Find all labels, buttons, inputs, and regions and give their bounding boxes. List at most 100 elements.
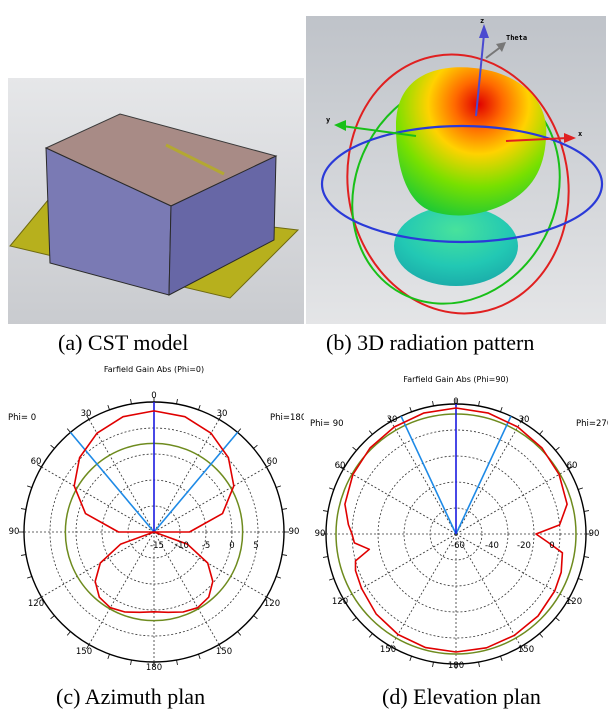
- radial-ticks: -15 -10 -5 0 5: [150, 541, 259, 551]
- angle-tick-mark: [276, 485, 281, 488]
- angle-tick-mark: [352, 617, 357, 622]
- angle-tick-mark: [539, 430, 544, 435]
- z-label: z: [480, 17, 484, 25]
- angle-tick-mark: [520, 646, 524, 652]
- angle-tick-bottom: 180: [146, 663, 162, 673]
- theta-ring-blue: [320, 124, 604, 244]
- angle-tick-mark: [66, 428, 71, 433]
- angle-tick-mark: [555, 446, 560, 451]
- radial-tick: 0: [229, 541, 234, 551]
- grid-spoke: [455, 421, 522, 535]
- angle-tick-mark: [568, 466, 574, 470]
- y-axis-arrow: [334, 120, 346, 131]
- angle-tick-right-mid: 60: [567, 461, 578, 471]
- angle-tick-left-bottom: 150: [380, 645, 396, 655]
- angle-tick-mark: [176, 659, 178, 666]
- phi-right-label: Phi=180: [270, 413, 304, 423]
- beamwidth-line: [455, 415, 512, 535]
- angle-tick-left-mid: 60: [31, 457, 42, 467]
- upper-lobe: [396, 67, 547, 216]
- angle-tick-mark: [368, 633, 373, 638]
- panel-elevation-plot: Farfield Gain Abs (Phi=90) Phi= 90 Phi=2…: [304, 364, 608, 674]
- angle-tick-mark: [583, 510, 590, 512]
- angle-tick-mark: [176, 398, 178, 405]
- angle-tick-mark: [218, 414, 222, 420]
- angle-tick-mark: [388, 416, 392, 422]
- angle-tick-mark: [432, 661, 434, 668]
- angle-tick-mark: [368, 430, 373, 435]
- angle-tick-mark: [520, 416, 524, 422]
- cst-model-image: [8, 78, 304, 324]
- gain-pattern-curve: [73, 410, 235, 614]
- radial-tick: -60: [451, 541, 465, 551]
- angle-tick-mark: [500, 656, 503, 661]
- y-axis: [341, 125, 417, 137]
- angle-tick-mark: [409, 407, 412, 412]
- grid-spoke: [153, 531, 267, 598]
- grid-spoke: [41, 531, 155, 598]
- radial-tick: -15: [150, 541, 164, 551]
- angle-tick-top: 0: [453, 397, 458, 407]
- radiation-3d-image: z Theta x y: [306, 16, 606, 324]
- angle-tick-right-lower: 120: [264, 599, 280, 609]
- angle-tick-right-mid: 60: [267, 457, 278, 467]
- angle-tick-mark: [322, 510, 329, 512]
- angle-tick-mark: [539, 633, 544, 638]
- angle-tick-mark: [352, 446, 357, 451]
- angle-tick-mark: [281, 508, 288, 510]
- theta-arrow-head: [496, 42, 506, 52]
- beamwidth-line: [69, 431, 155, 533]
- angle-tick-mark: [86, 414, 90, 420]
- radial-tick: -20: [517, 541, 531, 551]
- radial-ticks: -60 -40 -20 0: [451, 541, 555, 551]
- angle-tick-left-upper: 30: [387, 415, 398, 425]
- angle-tick-right: 90: [589, 529, 600, 539]
- angle-tick-mark: [50, 615, 55, 620]
- angle-tick-right-bottom: 150: [518, 645, 534, 655]
- angle-tick-mark: [578, 578, 583, 581]
- gain-pattern-curve: [344, 407, 568, 653]
- polar-grid: [321, 399, 591, 669]
- feed-slot: [165, 143, 225, 176]
- azimuth-polar-chart: Farfield Gain Abs (Phi=0) Phi= 0 Phi=180…: [8, 365, 306, 673]
- angle-tick-left: 90: [9, 527, 20, 537]
- angle-tick-mark: [276, 576, 281, 579]
- angle-tick-left-upper: 30: [81, 409, 92, 419]
- angle-tick-left-bottom: 150: [76, 647, 92, 657]
- radial-tick: -40: [485, 541, 499, 551]
- angle-tick-left-mid: 60: [335, 461, 346, 471]
- angle-tick-left-lower: 120: [332, 597, 348, 607]
- panel-azimuth-plot: Farfield Gain Abs (Phi=0) Phi= 0 Phi=180…: [0, 364, 306, 674]
- angle-tick-mark: [218, 644, 222, 650]
- angle-tick-bottom: 180: [448, 661, 464, 671]
- angle-tick-left: 90: [315, 529, 326, 539]
- angle-tick-mark: [409, 656, 412, 661]
- angle-tick-mark: [338, 466, 344, 470]
- angle-tick-mark: [338, 598, 344, 602]
- angle-tick-mark: [86, 644, 90, 650]
- angle-tick-mark: [253, 615, 258, 620]
- panel-3d-pattern: z Theta x y: [306, 16, 606, 324]
- panel-cst-model: [8, 78, 304, 324]
- box-right: [168, 155, 277, 296]
- angle-tick-mark: [555, 617, 560, 622]
- radial-tick: -5: [202, 541, 210, 551]
- angle-tick-mark: [237, 428, 242, 433]
- y-label: y: [326, 116, 331, 124]
- elevation-polar-chart: Farfield Gain Abs (Phi=90) Phi= 90 Phi=2…: [310, 375, 608, 671]
- angle-tick-left-lower: 120: [28, 599, 44, 609]
- grid-spoke: [390, 421, 457, 535]
- angle-tick-mark: [237, 631, 242, 636]
- angle-tick-right-bottom: 150: [216, 647, 232, 657]
- angle-tick-mark: [281, 554, 288, 556]
- grid-spoke: [88, 531, 155, 645]
- angle-ticks: 0 30 30 60 60 90 90 120 120 150 150 180: [315, 397, 600, 671]
- phi-right-label: Phi=270: [576, 419, 608, 429]
- grid-spoke: [153, 531, 220, 645]
- x-label: x: [578, 130, 583, 138]
- z-axis: [475, 33, 485, 117]
- grid-spoke: [88, 419, 155, 533]
- z-axis-arrow: [479, 24, 489, 38]
- grid-spoke: [455, 533, 522, 647]
- angle-tick-mark: [388, 646, 392, 652]
